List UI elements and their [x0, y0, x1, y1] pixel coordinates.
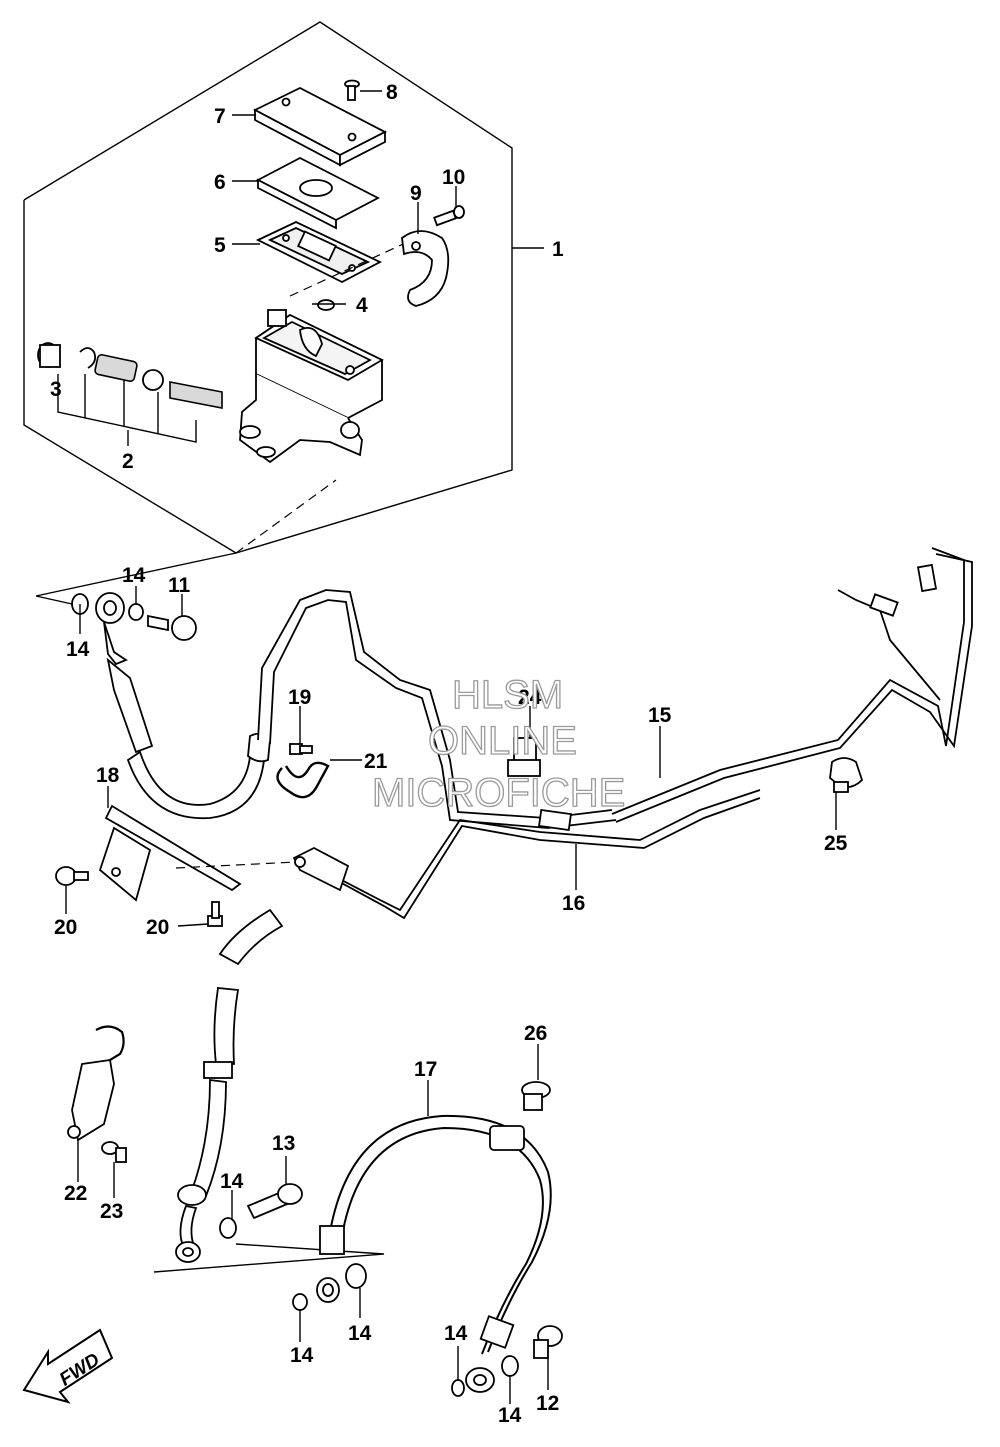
clamp-25 [829, 757, 864, 793]
callout-21: 21 [364, 750, 388, 773]
callout-26: 26 [524, 1022, 547, 1045]
callout-16: 16 [562, 892, 585, 915]
callout-14e: 14 [348, 1322, 372, 1345]
watermark-line-1: HLSM [452, 673, 563, 717]
reservoir-cap [253, 86, 387, 167]
junction-block [292, 846, 350, 892]
callout-3: 3 [50, 378, 62, 401]
callout-23: 23 [100, 1200, 123, 1223]
handlebar-clamp [401, 230, 450, 307]
callout-13: 13 [272, 1132, 295, 1155]
watermark-line-3: MICROFICHE [372, 771, 625, 815]
clip-21 [276, 761, 330, 799]
callout-9: 9 [410, 182, 422, 205]
callouts: 1 2 3 4 5 6 7 8 9 10 11 12 13 14 14 14 1… [50, 81, 848, 1427]
watermark-line-2: ONLINE [428, 719, 577, 763]
clamp-26 [521, 1081, 551, 1111]
clamp-bolt [433, 205, 465, 227]
bolt-20-left [55, 866, 89, 886]
callout-1: 1 [552, 238, 564, 261]
callout-14g: 14 [498, 1404, 522, 1427]
screw-19 [289, 743, 313, 755]
piston-kit-bracket [57, 374, 197, 446]
banjo-bolt-12 [533, 1325, 563, 1359]
callout-11: 11 [168, 574, 191, 597]
callout-14f: 14 [444, 1322, 468, 1345]
diaphragm-plate [255, 221, 383, 284]
cap-screw [344, 79, 360, 101]
callout-19: 19 [288, 686, 311, 709]
callout-22: 22 [64, 1182, 87, 1205]
callout-14d: 14 [290, 1344, 314, 1367]
callout-14a: 14 [122, 564, 146, 587]
assembly-boundary [23, 21, 513, 605]
banjo-bolt-13 [219, 1183, 303, 1239]
small-seal [317, 299, 335, 311]
callout-10: 10 [442, 166, 465, 189]
callout-15: 15 [648, 704, 672, 727]
callout-14c: 14 [220, 1170, 244, 1193]
bolt-20-lower [207, 901, 223, 927]
callout-2: 2 [122, 450, 134, 473]
bolt-23 [101, 1141, 127, 1163]
callout-20a: 20 [54, 916, 77, 939]
callout-6: 6 [214, 171, 226, 194]
callout-7: 7 [214, 105, 226, 128]
cap-gasket [256, 156, 380, 230]
callout-24: 24 [518, 686, 542, 709]
master-cylinder-body [239, 309, 384, 464]
bracket-18 [98, 804, 242, 902]
clamp-24 [507, 737, 541, 777]
watermark: HLSM ONLINE MICROFICHE [371, 672, 626, 815]
callout-20b: 20 [146, 916, 169, 939]
callout-25: 25 [824, 832, 848, 855]
callout-8: 8 [386, 81, 398, 104]
piston-kit [37, 342, 223, 409]
clamp-22 [67, 1025, 125, 1142]
upper-banjo [71, 592, 197, 641]
callout-4: 4 [356, 294, 368, 317]
callout-5: 5 [214, 234, 226, 257]
callout-14b: 14 [66, 638, 90, 661]
leader-lines [57, 90, 837, 1404]
callout-12: 12 [536, 1392, 559, 1415]
callout-17: 17 [414, 1058, 437, 1081]
fwd-arrow-icon: FWD [22, 1328, 114, 1404]
callout-18: 18 [96, 764, 120, 787]
